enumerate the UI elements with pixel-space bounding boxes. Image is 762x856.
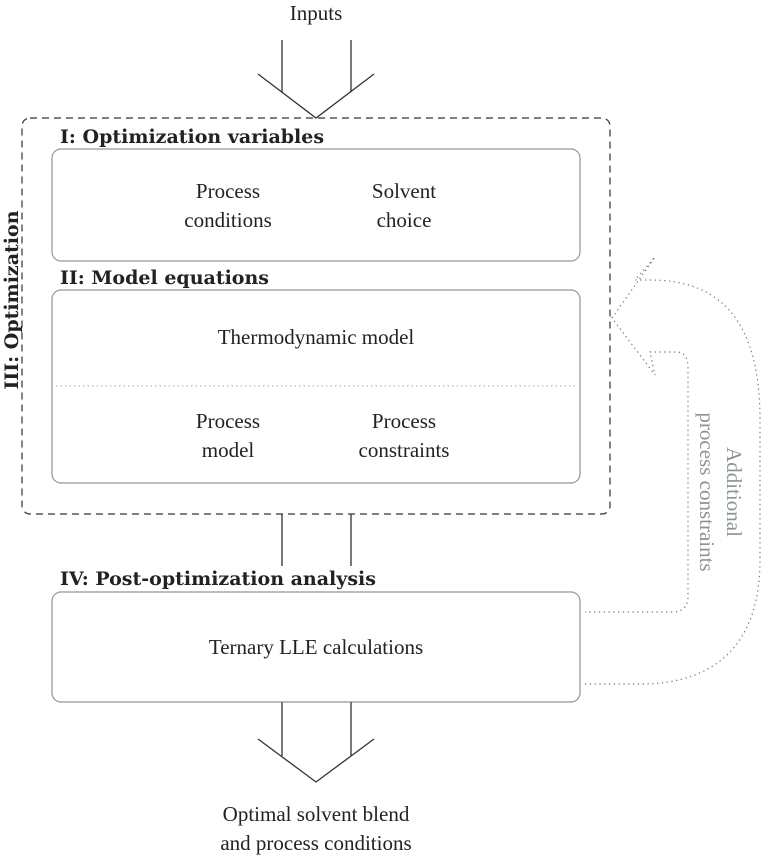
output-line1: Optimal solvent blend	[223, 802, 410, 826]
output-arrow	[257, 702, 375, 783]
input-arrow	[257, 40, 375, 119]
process-conditions-line2: conditions	[184, 208, 272, 232]
connector-arrow	[281, 514, 352, 566]
solvent-choice-line2: choice	[377, 208, 432, 232]
process-constraints-line2: constraints	[359, 438, 450, 462]
solvent-choice-line1: Solvent	[372, 179, 436, 203]
optimization-variables-box	[51, 148, 581, 262]
optimization-label: III: Optimization	[1, 210, 23, 389]
process-conditions-line1: Process	[196, 179, 260, 203]
process-model-line1: Process	[196, 409, 260, 433]
section4-title: IV: Post-optimization analysis	[60, 568, 376, 590]
feedback-arrow	[585, 256, 761, 685]
ternary-lle-calculations: Ternary LLE calculations	[209, 635, 423, 659]
process-model-line2: model	[202, 438, 255, 462]
section1-title: I: Optimization variables	[60, 126, 324, 148]
post-optimization-box	[51, 591, 581, 703]
process-constraints-line1: Process	[372, 409, 436, 433]
model-equations-box	[51, 289, 581, 484]
optimization-boundary	[21, 117, 611, 515]
thermodynamic-model: Thermodynamic model	[218, 325, 415, 349]
feedback-line2: process constraints	[695, 412, 719, 571]
inputs-label: Inputs	[290, 1, 343, 25]
feedback-line1: Additional	[722, 447, 746, 537]
output-line2: and process conditions	[220, 831, 411, 855]
section2-title: II: Model equations	[60, 267, 269, 289]
